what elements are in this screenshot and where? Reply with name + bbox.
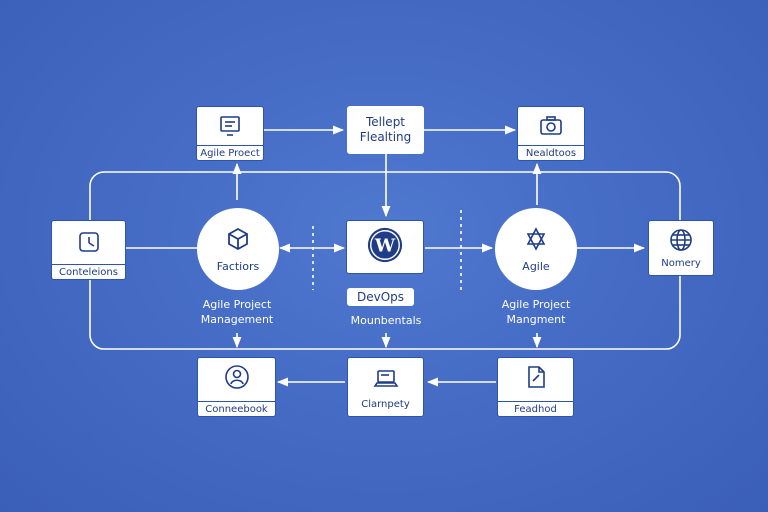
- caption-left-line2: Management: [200, 313, 274, 326]
- star-icon: [523, 226, 549, 256]
- globe-icon: [668, 227, 694, 253]
- document-icon: [523, 364, 549, 390]
- node-bottom-right[interactable]: Feadhod: [497, 357, 574, 417]
- caption-right: Agile Project Mangment: [486, 297, 586, 327]
- node-bottom-center[interactable]: Clarnpety: [347, 357, 424, 417]
- circle-left[interactable]: Factiors: [197, 208, 279, 290]
- node-top-left[interactable]: Agile Proect: [196, 106, 264, 161]
- node-right[interactable]: Nomery: [648, 220, 714, 276]
- node-top-center-line1: Tellept: [365, 115, 406, 129]
- laptop-icon: [373, 366, 399, 392]
- node-top-center-line2: Flealting: [359, 130, 412, 144]
- monitor-icon: [217, 113, 243, 139]
- camera-icon: [538, 113, 564, 139]
- clock-icon: [76, 229, 102, 255]
- caption-center-line2: Mounbentals: [350, 314, 422, 327]
- node-top-right[interactable]: Nealdtoos: [517, 106, 585, 161]
- node-center[interactable]: W: [346, 220, 424, 274]
- node-bottom-left[interactable]: Conneebook: [197, 357, 276, 417]
- node-right-label: Nomery: [661, 258, 701, 269]
- node-top-center[interactable]: Tellept Flealting: [347, 106, 424, 154]
- person-icon: [224, 364, 250, 390]
- circle-left-label: Factiors: [216, 259, 260, 273]
- node-bottom-left-label: Conneebook: [198, 401, 275, 415]
- caption-right-line2: Mangment: [506, 313, 566, 326]
- cube-icon: [225, 226, 251, 256]
- node-bottom-right-label: Feadhod: [498, 401, 573, 415]
- svg-text:W: W: [374, 236, 396, 257]
- devops-pill: DevOps: [347, 288, 415, 306]
- node-left-label: Conteleions: [52, 264, 125, 278]
- node-left[interactable]: Conteleions: [51, 220, 126, 280]
- circle-right-label: Agile: [522, 259, 550, 273]
- caption-right-line1: Agile Project: [501, 298, 571, 311]
- wordpress-icon: W: [366, 226, 404, 268]
- node-bottom-center-label: Clarnpety: [361, 399, 410, 410]
- circle-right[interactable]: Agile: [495, 208, 577, 290]
- caption-left-line1: Agile Project: [202, 298, 272, 311]
- caption-left: Agile Project Management: [187, 297, 287, 327]
- node-top-left-label: Agile Proect: [197, 145, 263, 159]
- node-top-right-label: Nealdtoos: [518, 145, 584, 159]
